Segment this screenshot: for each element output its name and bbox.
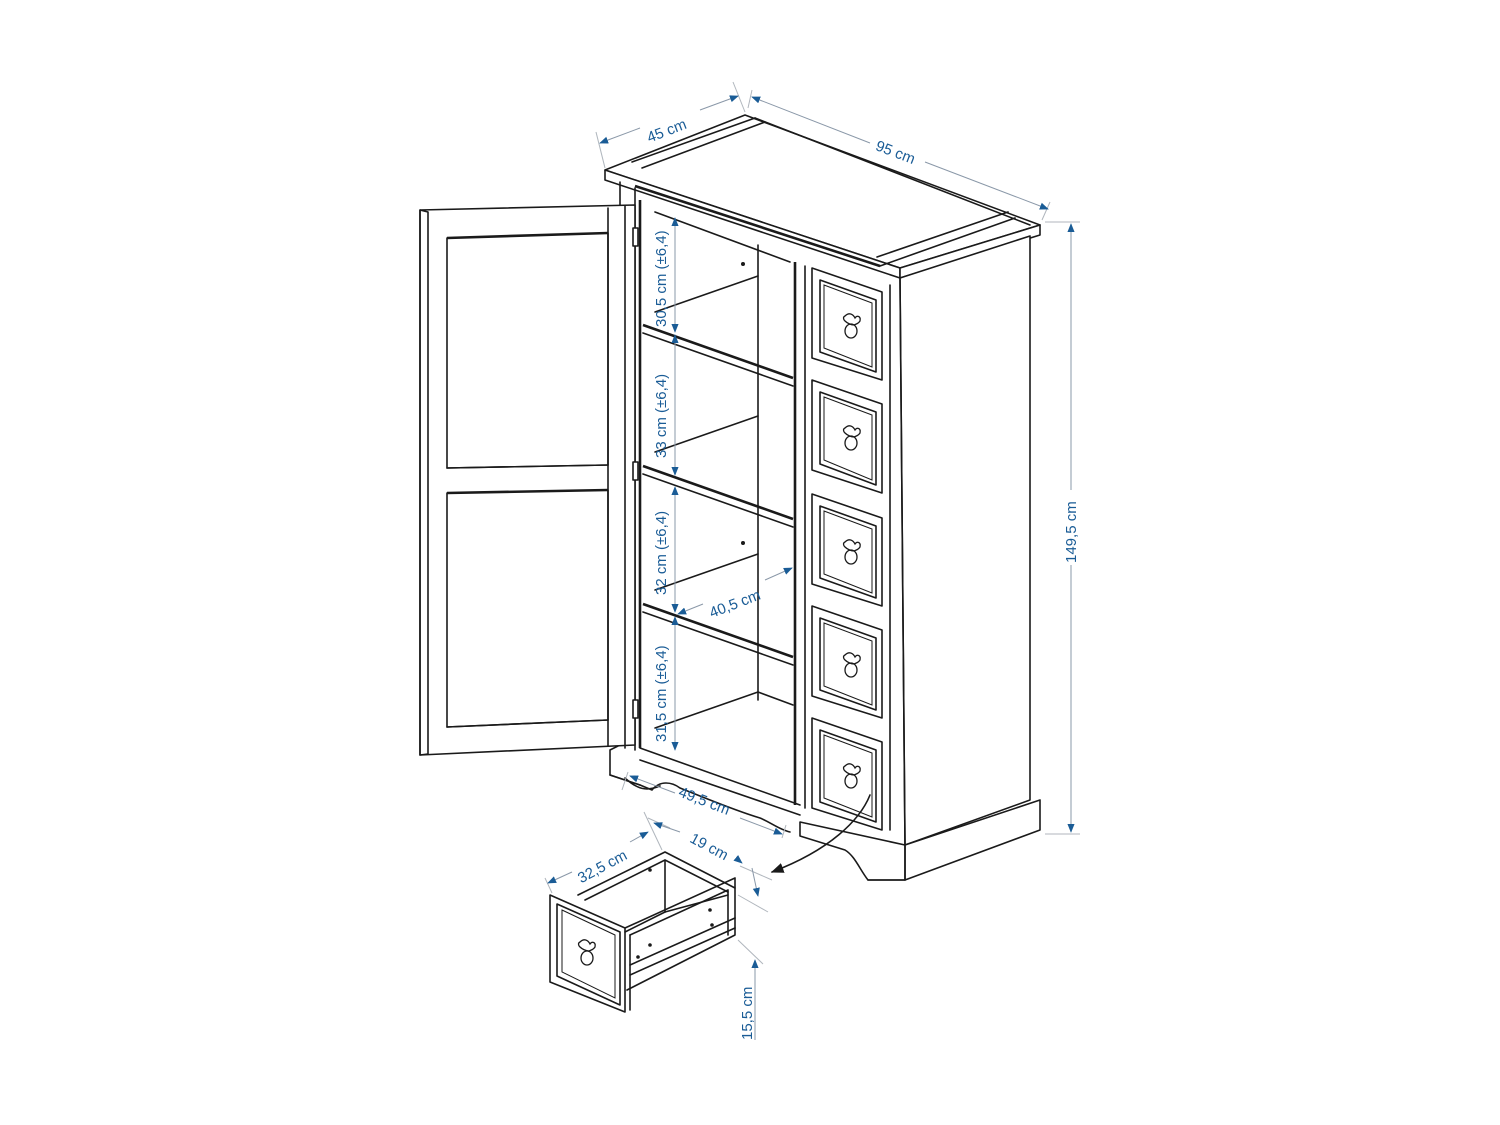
dim-drawer-width-label: 19 cm [687,830,731,864]
drawer-2[interactable] [811,379,883,494]
drawer-handle-icon [577,939,596,966]
dim-shelf-depth-label: 40,5 cm [707,587,763,622]
drawer-handle-icon [842,652,861,678]
shelf-bottom [654,691,794,729]
hinge-icon [632,461,639,481]
drawer-removal-arrow-icon [770,794,871,873]
drawer-stack [811,267,883,831]
dim-width-label: 95 cm [873,137,917,168]
dim-drawer-height-label: 15,5 cm [739,987,756,1040]
dim-shelf-4-label: 31,5 cm (±6,4) [653,645,670,742]
cabinet-side-panel [899,235,1031,846]
hinge-icon [632,699,639,719]
dim-height-label: 149,5 cm [1063,501,1080,563]
drawer-handle-icon [842,313,861,339]
drawer-handle-icon [842,539,861,565]
hinge-icon [632,227,639,247]
detached-drawer [549,851,736,1013]
drawer-5[interactable] [811,717,883,831]
drawer-3[interactable] [811,493,883,607]
drawer-handle-icon [842,425,861,451]
drawer-handle-icon [842,763,861,789]
drawer-1[interactable] [811,267,883,381]
drawer-4[interactable] [811,605,883,719]
dim-shelf-2-label: 33 cm (±6,4) [653,374,670,458]
dim-shelf-3-label: 32 cm (±6,4) [653,511,670,595]
cabinet-door-open[interactable] [419,204,639,756]
dim-shelf-1-label: 30,5 cm (±6,4) [653,230,670,327]
cabinet-body [604,114,1041,881]
